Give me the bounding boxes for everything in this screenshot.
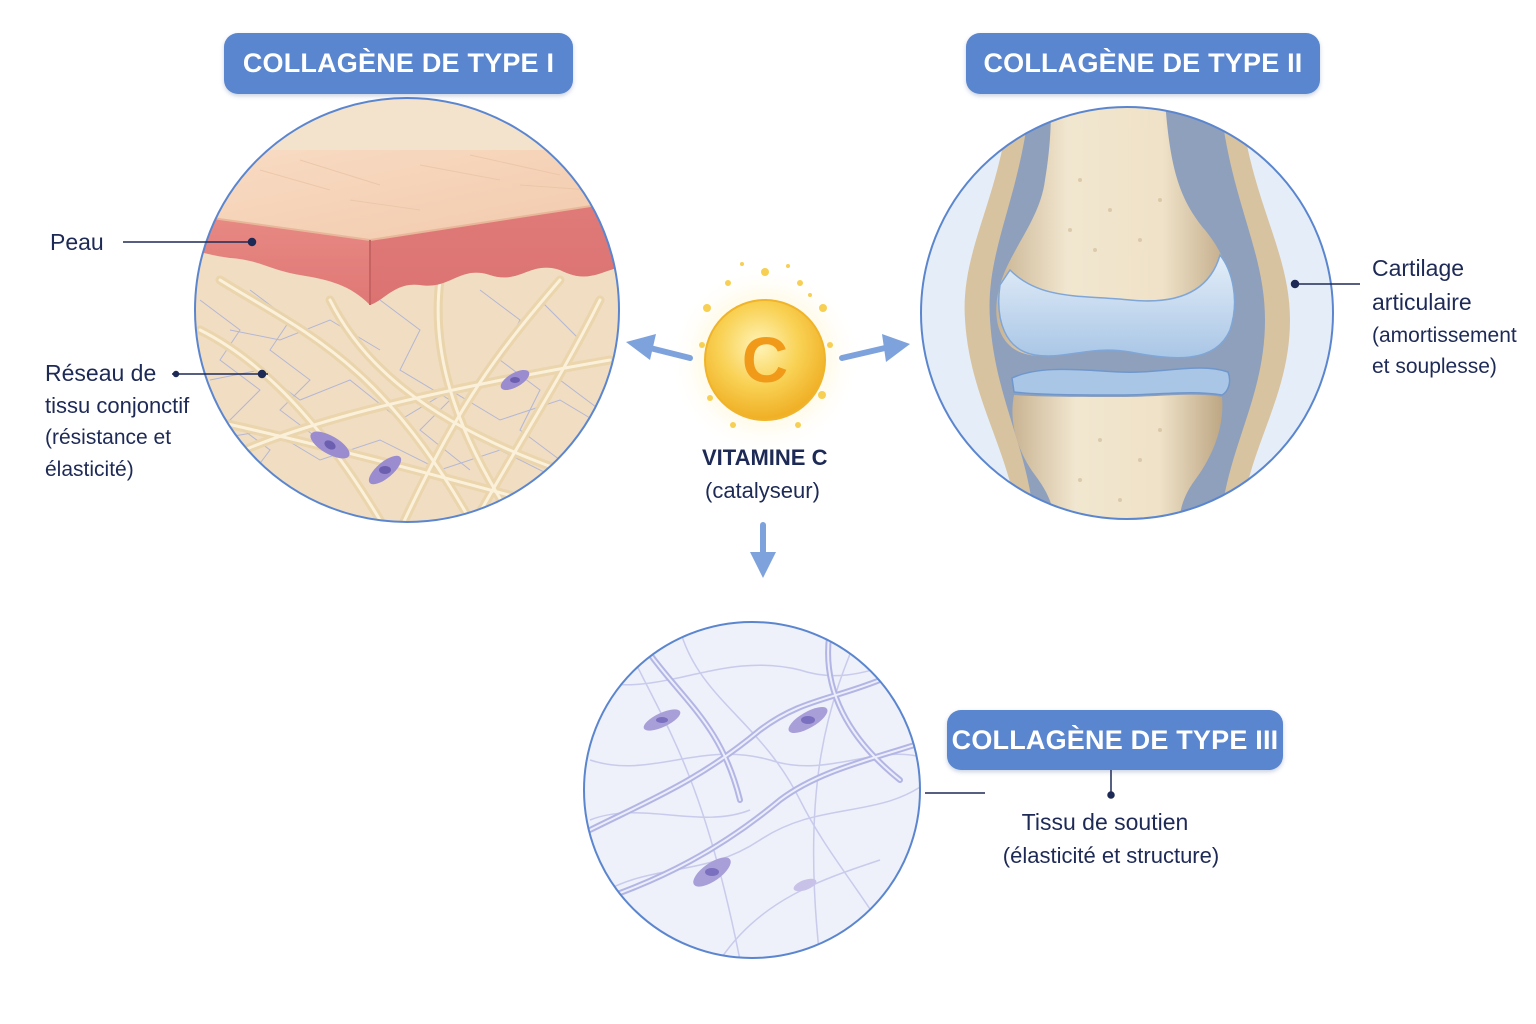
type2-badge: COLLAGÈNE DE TYPE II [966, 33, 1320, 94]
fiber-network-illustration [584, 622, 920, 958]
leader-lines [123, 237, 1360, 799]
skin-circle-border [194, 97, 620, 523]
arrow-to-type1 [647, 345, 693, 361]
fiber-circle-border [583, 621, 921, 959]
reseau-label-line2: tissu conjonctif [45, 393, 190, 418]
cartilage-label-line1: Cartilage [1372, 255, 1465, 281]
arrow-to-type2 [839, 345, 888, 361]
skin-illustration [195, 98, 619, 522]
cartilage-label-line3: (amortissement [1372, 324, 1517, 347]
soutien-label-line2: (élasticité et structure) [1002, 843, 1220, 868]
cartilage-label-line4: et souplesse) [1372, 355, 1497, 378]
vitamin-c-subtitle: (catalyseur) [705, 478, 820, 503]
reseau-label-line1: Réseau de [45, 360, 157, 386]
vitamin-c-orb [670, 262, 860, 455]
reseau-label-line4: élasticité) [45, 458, 134, 481]
vitamin-c-title: VITAMINE C [702, 445, 828, 470]
soutien-label-line1: Tissu de soutien [1021, 809, 1189, 835]
arrows [626, 334, 910, 578]
joint-circle-border [920, 106, 1334, 520]
peau-label: Peau [50, 229, 104, 255]
vitamin-c-letter: C [741, 324, 789, 396]
joint-illustration [921, 107, 1333, 519]
reseau-label-line3: (résistance et [45, 426, 172, 449]
type1-badge: COLLAGÈNE DE TYPE I [224, 33, 573, 94]
type3-badge: COLLAGÈNE DE TYPE III [947, 710, 1283, 770]
cartilage-label-line2: articulaire [1372, 289, 1472, 315]
